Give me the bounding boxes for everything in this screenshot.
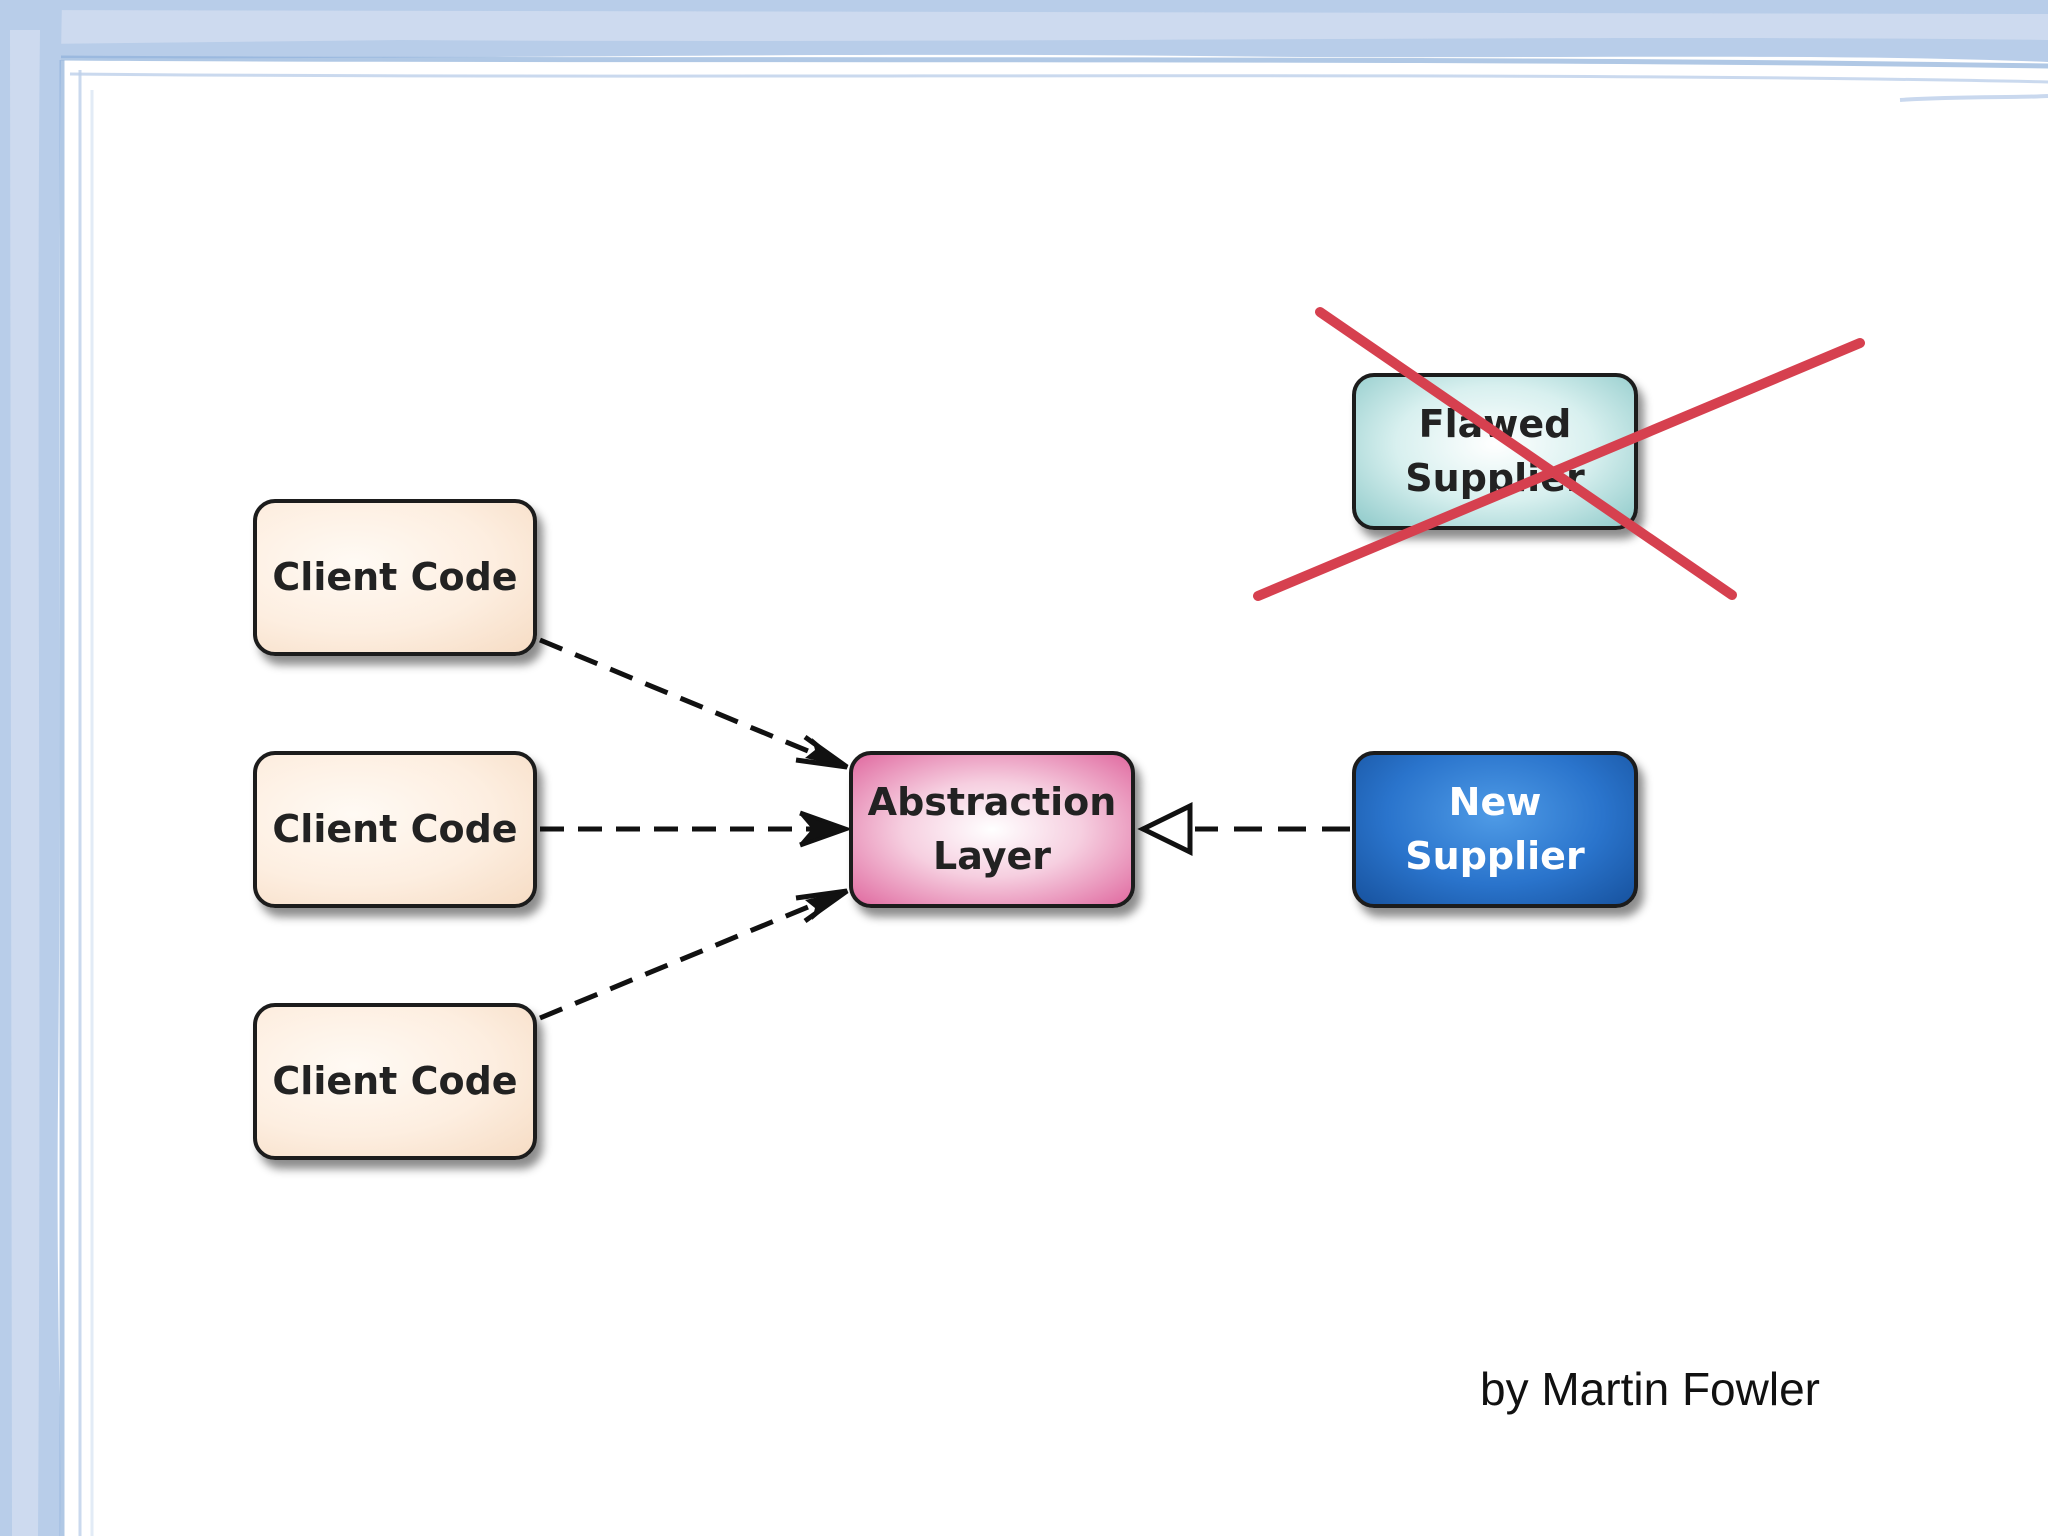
new-supplier-label: New Supplier [1405, 779, 1585, 878]
client-code-label: Client Code [272, 806, 518, 851]
abstraction-label-line2: Layer [933, 833, 1051, 878]
author-credit: by Martin Fowler [1480, 1363, 1820, 1415]
client-code-node: Client Code [253, 751, 537, 908]
flawed-supplier-node: Flawed Supplier [1352, 373, 1638, 530]
abstraction-label-line1: Abstraction [867, 779, 1117, 824]
edge-client-1-to-abstraction [539, 637, 849, 770]
edge-client-3-to-abstraction [539, 888, 849, 1021]
flawed-label-line2: Supplier [1405, 455, 1585, 500]
new-supplier-node: New Supplier [1352, 751, 1638, 908]
edge-client-2-to-abstraction [540, 810, 853, 848]
edge-new-supplier-to-abstraction [1137, 801, 1350, 857]
client-code-label: Client Code [272, 554, 518, 599]
abstraction-layer-node: Abstraction Layer [849, 751, 1135, 908]
client-code-label: Client Code [272, 1058, 518, 1103]
client-code-node: Client Code [253, 1003, 537, 1160]
client-code-node: Client Code [253, 499, 537, 656]
flawed-label-line1: Flawed [1418, 401, 1572, 446]
